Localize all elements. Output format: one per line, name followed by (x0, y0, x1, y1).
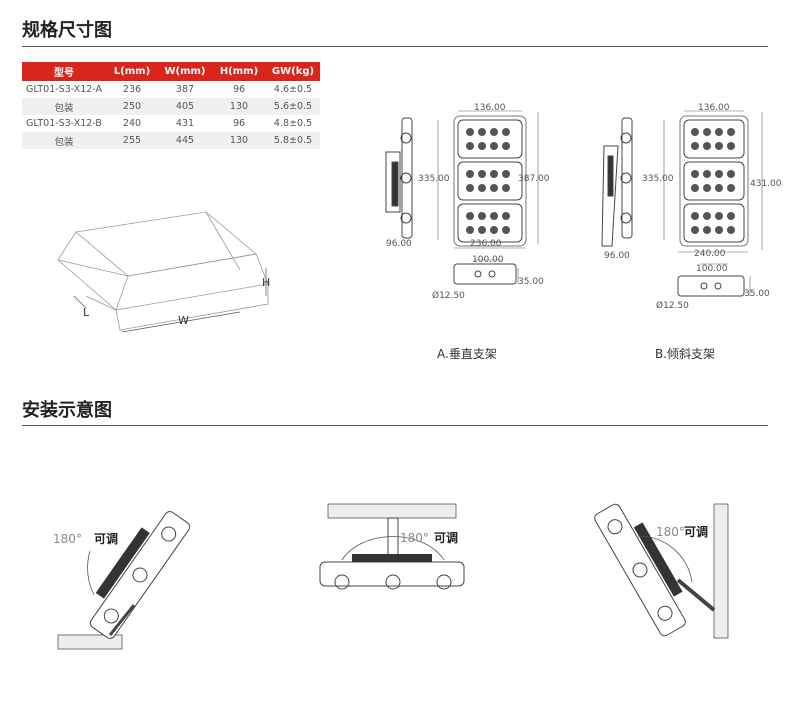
dim-bracket-width: 100.00 (696, 264, 728, 274)
cell-l: 240 (122, 118, 142, 129)
dim-hole: Ø12.50 (432, 290, 465, 301)
dim-height-inner: 335.00 (418, 174, 450, 184)
adjust-label: 可调 (684, 525, 708, 539)
caption-b: B.倾斜支架 (655, 347, 716, 361)
col-h: H(mm) (212, 62, 266, 81)
col-model: 型号 (22, 62, 106, 81)
section-divider (22, 425, 768, 426)
cell-gw: 4.6±0.5 (273, 84, 313, 95)
section-divider (22, 46, 768, 47)
dim-height-inner: 335.00 (642, 174, 674, 184)
dim-side: 96.00 (386, 239, 412, 249)
dim-height-outer: 387.00 (518, 174, 550, 184)
angle-label: 180° (53, 532, 82, 546)
col-w: W(mm) (158, 62, 212, 81)
cell-h: 96 (232, 84, 246, 95)
cell-w: 431 (175, 118, 195, 129)
cell-h: 96 (232, 118, 246, 129)
col-l: L(mm) (106, 62, 158, 81)
dim-width-bottom: 240.00 (694, 249, 726, 259)
table-row: 包装 250 405 130 5.6±0.5 (22, 98, 320, 115)
cell-l: 236 (122, 84, 142, 95)
angle-label: 180° (656, 525, 685, 539)
box-w-label: W (178, 314, 189, 327)
cell-model: 包装 (22, 132, 106, 149)
package-box-diagram: L W H (57, 211, 270, 333)
led-array-a (466, 128, 510, 234)
spec-table: 型号 L(mm) W(mm) H(mm) GW(kg) GLT01-S3-X12… (22, 62, 320, 149)
adjust-label: 可调 (434, 531, 458, 545)
box-l-label: L (83, 306, 90, 319)
adjust-label: 可调 (94, 532, 118, 546)
cell-w: 387 (175, 84, 195, 95)
dim-side: 96.00 (604, 251, 630, 261)
cell-gw: 5.6±0.5 (266, 98, 320, 115)
cell-gw: 4.8±0.5 (273, 118, 313, 129)
dim-hole: Ø12.50 (656, 300, 689, 311)
angle-label: 180° (400, 531, 429, 545)
dim-bracket-depth: 35.00 (518, 277, 544, 287)
cell-model: GLT01-S3-X12-A (26, 84, 103, 95)
spec-section-title: 规格尺寸图 (22, 20, 112, 41)
dim-width-bottom: 236.00 (470, 239, 502, 249)
cell-h: 130 (212, 132, 266, 149)
install-ground-diagram: 180° 可调 (53, 511, 191, 650)
col-gw: GW(kg) (266, 62, 320, 81)
table-header-row: 型号 L(mm) W(mm) H(mm) GW(kg) (22, 62, 320, 81)
cell-l: 255 (106, 132, 158, 149)
dim-width-top: 136.00 (698, 103, 730, 113)
cell-w: 405 (158, 98, 212, 115)
cell-w: 445 (158, 132, 212, 149)
dim-height-outer: 431.00 (750, 179, 782, 189)
drawing-a: 136.00 335.00 387.00 236.00 96.00 100.00… (385, 103, 550, 301)
drawing-b: 136.00 335.00 431.00 240.00 96.00 100.00… (601, 103, 782, 311)
table-row: GLT01-S3-X12-A 236 387 96 4.6±0.5 (22, 81, 320, 98)
dim-bracket-width: 100.00 (472, 255, 504, 265)
cell-l: 250 (106, 98, 158, 115)
install-wall-diagram: 180° 可调 (594, 503, 729, 639)
cell-h: 130 (212, 98, 266, 115)
cell-model: 包装 (22, 98, 106, 115)
dim-bracket-depth: 35.00 (744, 289, 770, 299)
led-array-b (691, 128, 735, 234)
install-section-title: 安装示意图 (22, 400, 112, 421)
cell-gw: 5.8±0.5 (266, 132, 320, 149)
table-row: 包装 255 445 130 5.8±0.5 (22, 132, 320, 149)
cell-model: GLT01-S3-X12-B (26, 118, 102, 129)
dim-width-top: 136.00 (474, 103, 506, 113)
caption-a: A.垂直支架 (437, 347, 497, 361)
table-row: GLT01-S3-X12-B 240 431 96 4.8±0.5 (22, 115, 320, 132)
box-h-label: H (262, 276, 270, 289)
install-ceiling-diagram: 180° 可调 (319, 503, 465, 590)
